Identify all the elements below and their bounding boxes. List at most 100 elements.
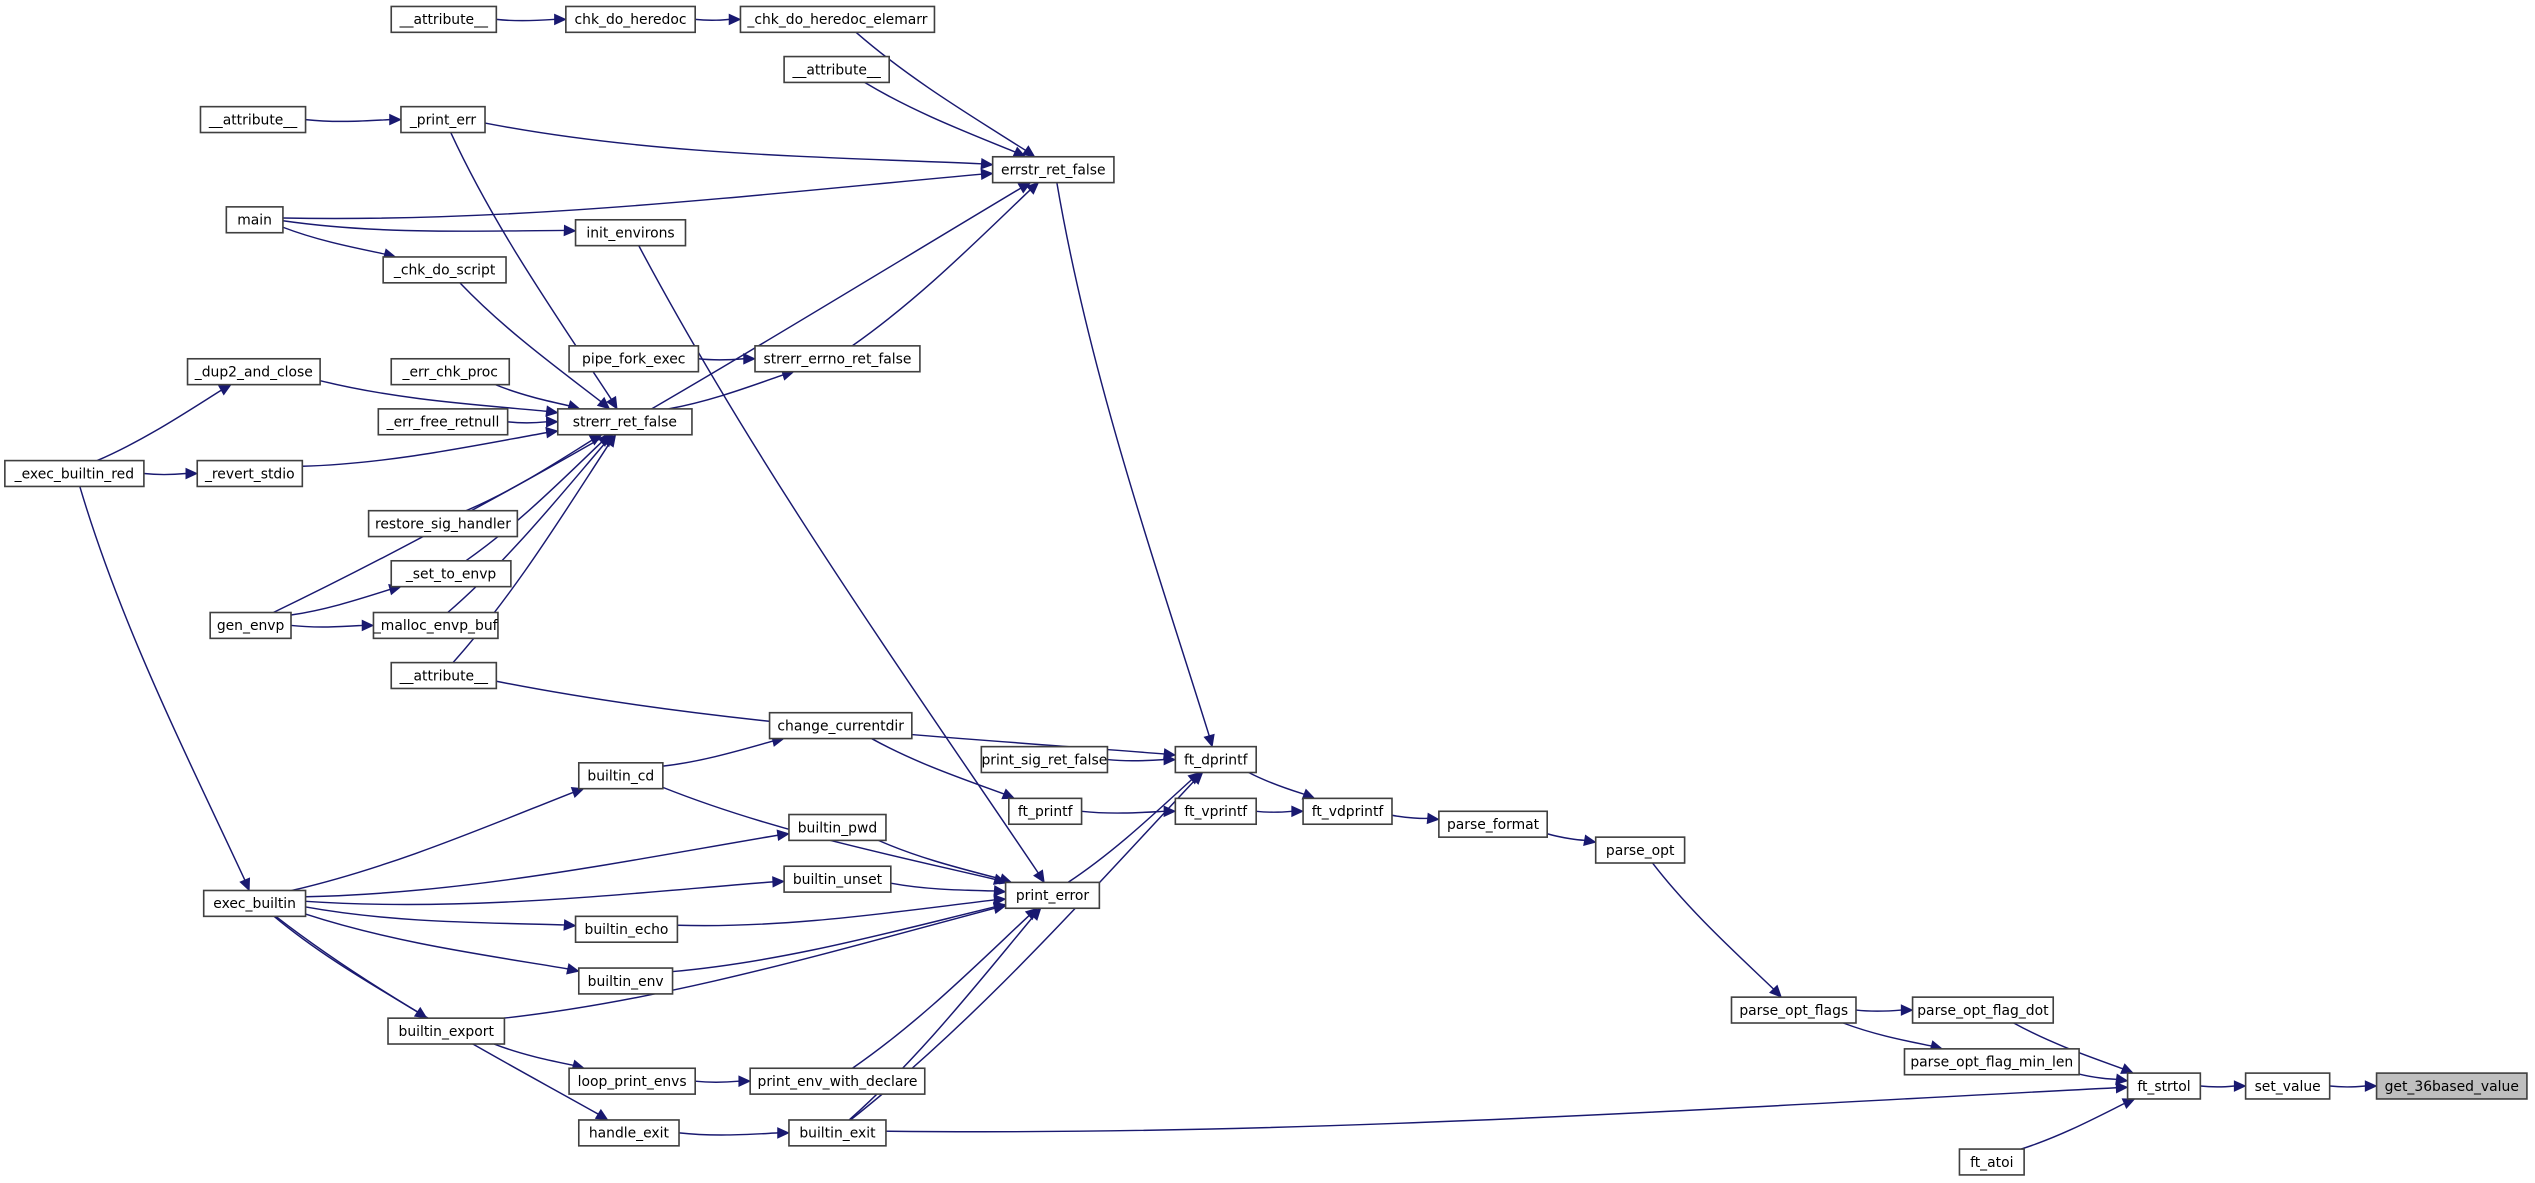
node-attr4[interactable]: __attribute__ [390,661,498,690]
node-box [980,745,1109,774]
node-dup2-and-close[interactable]: _dup2_and_close [186,357,321,386]
node-pipe-fork-exec[interactable]: pipe_fork_exec [568,345,700,373]
edge-print_error-to-ft_dprintf [1067,771,1201,884]
node-parse-opt-flag-dot[interactable]: parse_opt_flag_dot [1911,996,2055,1024]
node-builtin-exit[interactable]: builtin_exit [788,1119,887,1147]
node-exec-builtin-red[interactable]: _exec_builtin_red [4,459,145,488]
node-ft-printf[interactable]: ft_printf [1008,797,1083,826]
node-set-to-envp[interactable]: _set_to_envp [390,559,512,588]
edge-parse_opt_flag_min_len-to-ft_strtol [2078,1073,2129,1086]
node-loop-print-envs[interactable]: loop_print_envs [568,1067,696,1095]
node-main[interactable]: main [225,206,284,234]
node-parse-opt[interactable]: parse_opt [1594,836,1686,864]
node-gen-envp[interactable]: gen_envp [209,611,292,640]
node-chk-do-heredoc[interactable]: chk_do_heredoc [565,5,696,34]
node-err-chk-proc[interactable]: _err_chk_proc [390,357,511,386]
arrowhead-icon [1033,869,1045,884]
node-attr1[interactable]: __attribute__ [390,5,498,34]
edge-ft_strtol-to-set_value [2200,1080,2247,1092]
arrowhead-icon [594,1108,609,1121]
edge-strerr_ret_false-to-strerr_errno_ret_false [668,369,795,410]
node-label: set_value [2255,1079,2321,1095]
node-box [783,865,892,893]
node-ft-vdprintf[interactable]: ft_vdprintf [1302,797,1393,826]
arrowhead-icon [361,619,375,632]
node-ft-strtol[interactable]: ft_strtol [2126,1072,2202,1100]
node-label: parse_format [1447,817,1540,833]
edge-line [495,383,570,407]
node-builtin-env[interactable]: builtin_env [577,967,674,995]
node-label: builtin_export [399,1024,495,1040]
edge-line [695,1080,739,1083]
edge-attr1-to-chk_do_heredoc [496,13,567,26]
node-label: init_environs [586,226,674,242]
edge-line [871,737,1005,795]
node-attr3[interactable]: __attribute__ [199,105,307,134]
node-print-sig-ret-false[interactable]: print_sig_ret_false [980,745,1109,774]
node-attr2[interactable]: __attribute__ [783,55,890,84]
node-parse-format[interactable]: parse_format [1438,810,1548,838]
edge-line [1256,810,1292,813]
edge-line [638,245,1039,874]
edge-line [493,1043,574,1067]
node-print-error[interactable]: print_error [1004,881,1101,910]
node-exec-builtin[interactable]: exec_builtin [202,889,307,918]
node-label: exec_builtin [213,896,296,912]
node-malloc-envp-buf[interactable]: _malloc_envp_buf [372,611,499,640]
edge-line [282,220,565,232]
node-print-env-with-declare[interactable]: print_env_with_declare [749,1067,926,1095]
node-ft-dprintf[interactable]: ft_dprintf [1174,745,1257,774]
arrowhead-icon [545,426,559,439]
node-label: _chk_do_script [393,263,496,279]
node-builtin-echo[interactable]: builtin_echo [574,915,679,944]
arrowhead-icon [546,416,559,428]
node-change-currentdir[interactable]: change_currentdir [768,711,913,740]
node-errstr-ret-false[interactable]: errstr_ret_false [991,155,1115,184]
node-builtin-export[interactable]: builtin_export [387,1017,506,1045]
arrowhead-icon [1190,771,1204,785]
edge-line [2020,1102,2125,1150]
edge-line [305,118,390,123]
edge-_revert_stdio-to-strerr_ret_false [302,426,559,468]
arrowhead-icon [993,885,1007,897]
arrowhead-icon [185,467,199,480]
node-strerr-ret-false[interactable]: strerr_ret_false [556,408,693,436]
node-label: ft_strtol [2137,1079,2190,1095]
node-parse-opt-flags[interactable]: parse_opt_flags [1730,996,1857,1024]
node-set-value[interactable]: set_value [2244,1072,2331,1100]
edge-ft_atoi-to-ft_strtol [2020,1098,2136,1150]
node-box [783,55,890,84]
edge-line [678,1132,778,1136]
nodes-layer: __attribute__ chk_do_heredoc _chk_do_hered… [4,5,2528,1176]
node-ft-atoi[interactable]: ft_atoi [1958,1148,2025,1176]
node-box [574,218,687,247]
node-revert-stdio[interactable]: _revert_stdio [196,459,304,488]
node-print-err[interactable]: _print_err [400,105,486,134]
node-chk-do-script[interactable]: _chk_do_script [382,256,507,284]
node-builtin-pwd[interactable]: builtin_pwd [788,813,887,842]
node-ft-vprintf[interactable]: ft_vprintf [1174,797,1257,826]
node-chk-do-heredoc-elemarr[interactable]: _chk_do_heredoc_elemarr [739,5,936,34]
node-builtin-unset[interactable]: builtin_unset [783,865,892,893]
node-label: loop_print_envs [578,1074,687,1090]
node-label: __attribute__ [791,62,881,78]
arrowhead-icon [1001,788,1016,800]
node-label: _revert_stdio [204,466,295,482]
node-handle-exit[interactable]: handle_exit [577,1119,680,1147]
arrowhead-icon [1163,753,1177,766]
node-strerr-errno-ret-false[interactable]: strerr_errno_ret_false [754,345,921,373]
edge-line [864,81,1016,153]
node-restore-sig-handler[interactable]: restore_sig_handler [367,509,519,538]
edge-line [503,907,995,1019]
node-builtin-cd[interactable]: builtin_cd [577,762,664,790]
edge-_dup2_and_close-to-strerr_ret_false [319,379,559,417]
node-box [1174,745,1257,774]
node-box [367,509,519,538]
node-init-environs[interactable]: init_environs [574,218,687,247]
node-err-free-retnull[interactable]: _err_free_retnull [377,408,509,436]
node-box [768,711,913,740]
node-box [568,1067,696,1095]
node-get-36based-value[interactable]: get_36based_value [2375,1072,2528,1100]
node-parse-opt-flag-min-len[interactable]: parse_opt_flag_min_len [1903,1048,2080,1076]
